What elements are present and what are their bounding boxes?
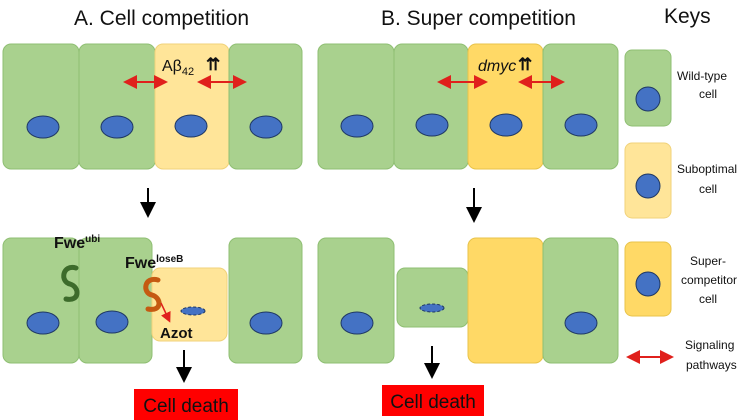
wild-type-cell	[317, 237, 395, 364]
key-super-line1: Super-	[690, 254, 726, 268]
wild-type-cell	[317, 43, 395, 170]
key-super-competitor: Super- competitor cell	[624, 241, 737, 317]
up-arrows-icon: ⇈	[206, 55, 220, 74]
nucleus	[415, 113, 449, 137]
panel-a-top-row: Aβ42 ⇈	[2, 43, 303, 170]
fwe-lose-icon	[143, 276, 162, 312]
wild-type-cell	[228, 43, 303, 170]
key-wild-type-line1: Wild-type	[677, 69, 727, 83]
key-super-line3: cell	[699, 292, 717, 306]
panel-a-bottom-row: Fweubi FweloseB Azot	[2, 234, 303, 364]
dmyc-label: dmyc	[478, 58, 516, 75]
cell-death-box	[134, 389, 238, 420]
key-suboptimal: Suboptimal cell	[624, 142, 737, 219]
keys-title: Keys	[664, 5, 711, 28]
wild-type-cell	[542, 43, 619, 170]
fwe-lose-label: FweloseB	[125, 254, 183, 272]
key-signaling-line2: pathways	[686, 358, 737, 372]
wild-type-cell	[542, 237, 619, 364]
activation-arrow	[160, 302, 171, 323]
key-suboptimal-line1: Suboptimal	[677, 162, 737, 176]
nucleus	[26, 115, 60, 139]
suboptimal-cell-shrinking	[151, 267, 228, 342]
key-signaling-line1: Signaling	[685, 338, 734, 352]
super-competitor-cell	[467, 237, 544, 364]
nucleus	[635, 86, 661, 112]
panel-b-bottom-row	[317, 237, 619, 364]
key-suboptimal-line2: cell	[699, 182, 717, 196]
azot-label: Azot	[160, 325, 193, 342]
panel-b-top-row: dmyc ⇈	[317, 43, 619, 170]
nucleus	[174, 114, 208, 138]
abeta-label: Aβ42	[162, 58, 194, 78]
cell-death-label: Cell death	[390, 392, 476, 413]
nucleus	[26, 311, 60, 335]
nucleus	[564, 311, 598, 335]
nucleus	[489, 113, 523, 137]
panel-a-title: A. Cell competition	[74, 7, 249, 30]
up-arrows-icon: ⇈	[518, 55, 532, 74]
key-super-line2: competitor	[681, 273, 737, 287]
fwe-ubi-icon	[61, 264, 80, 302]
nucleus	[249, 115, 283, 139]
nucleus	[100, 115, 134, 139]
key-signaling: Signaling pathways	[626, 338, 737, 372]
panel-b-title: B. Super competition	[381, 7, 576, 30]
key-wild-type-line2: cell	[699, 87, 717, 101]
wild-type-cell	[78, 43, 156, 170]
fwe-ubi-label: Fweubi	[54, 234, 100, 252]
nucleus	[635, 173, 661, 199]
condensed-nucleus	[180, 306, 206, 316]
nucleus	[340, 114, 374, 138]
condensed-nucleus	[419, 303, 445, 313]
key-wild-type: Wild-type cell	[624, 49, 727, 127]
loser-cell-shrinking	[396, 267, 469, 328]
cell-death-box	[382, 385, 484, 416]
nucleus	[635, 271, 661, 297]
wild-type-cell	[2, 43, 80, 170]
nucleus	[95, 310, 129, 334]
nucleus	[340, 311, 374, 335]
cell-death-label: Cell death	[143, 396, 229, 417]
wild-type-cell	[393, 43, 469, 170]
nucleus	[564, 113, 598, 137]
nucleus	[249, 311, 283, 335]
wild-type-cell	[228, 237, 303, 364]
